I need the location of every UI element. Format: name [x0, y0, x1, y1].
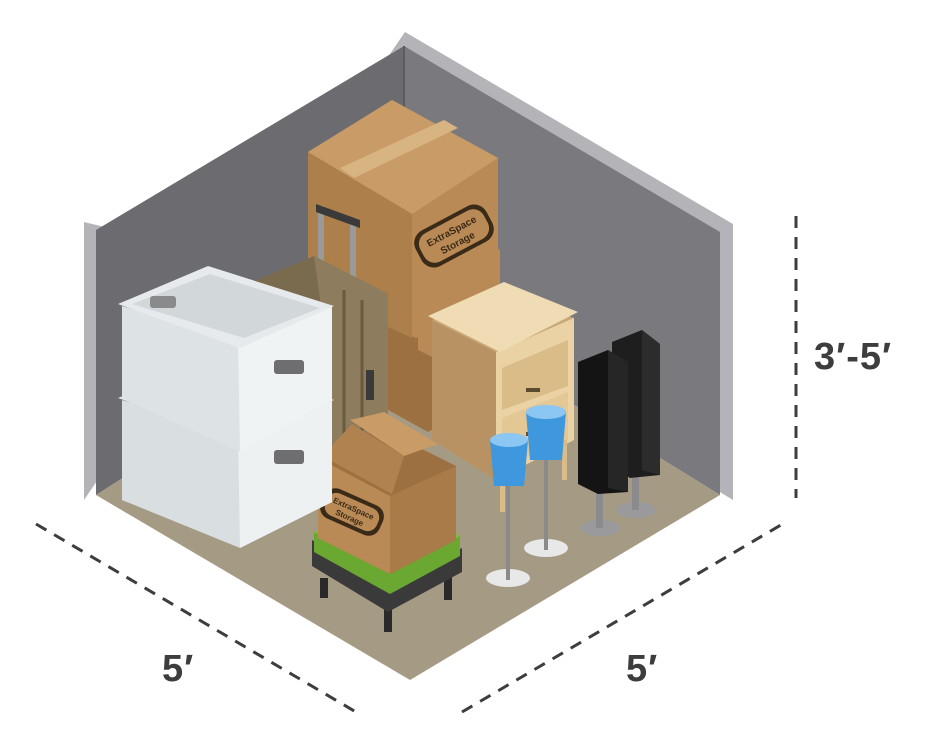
plastic-storage-totes — [118, 266, 334, 548]
table-lamps — [486, 405, 568, 587]
depth-label: 5′ — [626, 648, 659, 690]
height-label: 3′-5′ — [814, 336, 893, 378]
width-label: 5′ — [162, 648, 195, 690]
speaker-pair — [578, 330, 660, 536]
ottoman-with-box: ExtraSpace Storage — [312, 412, 462, 632]
dimension-lines — [35, 216, 798, 714]
